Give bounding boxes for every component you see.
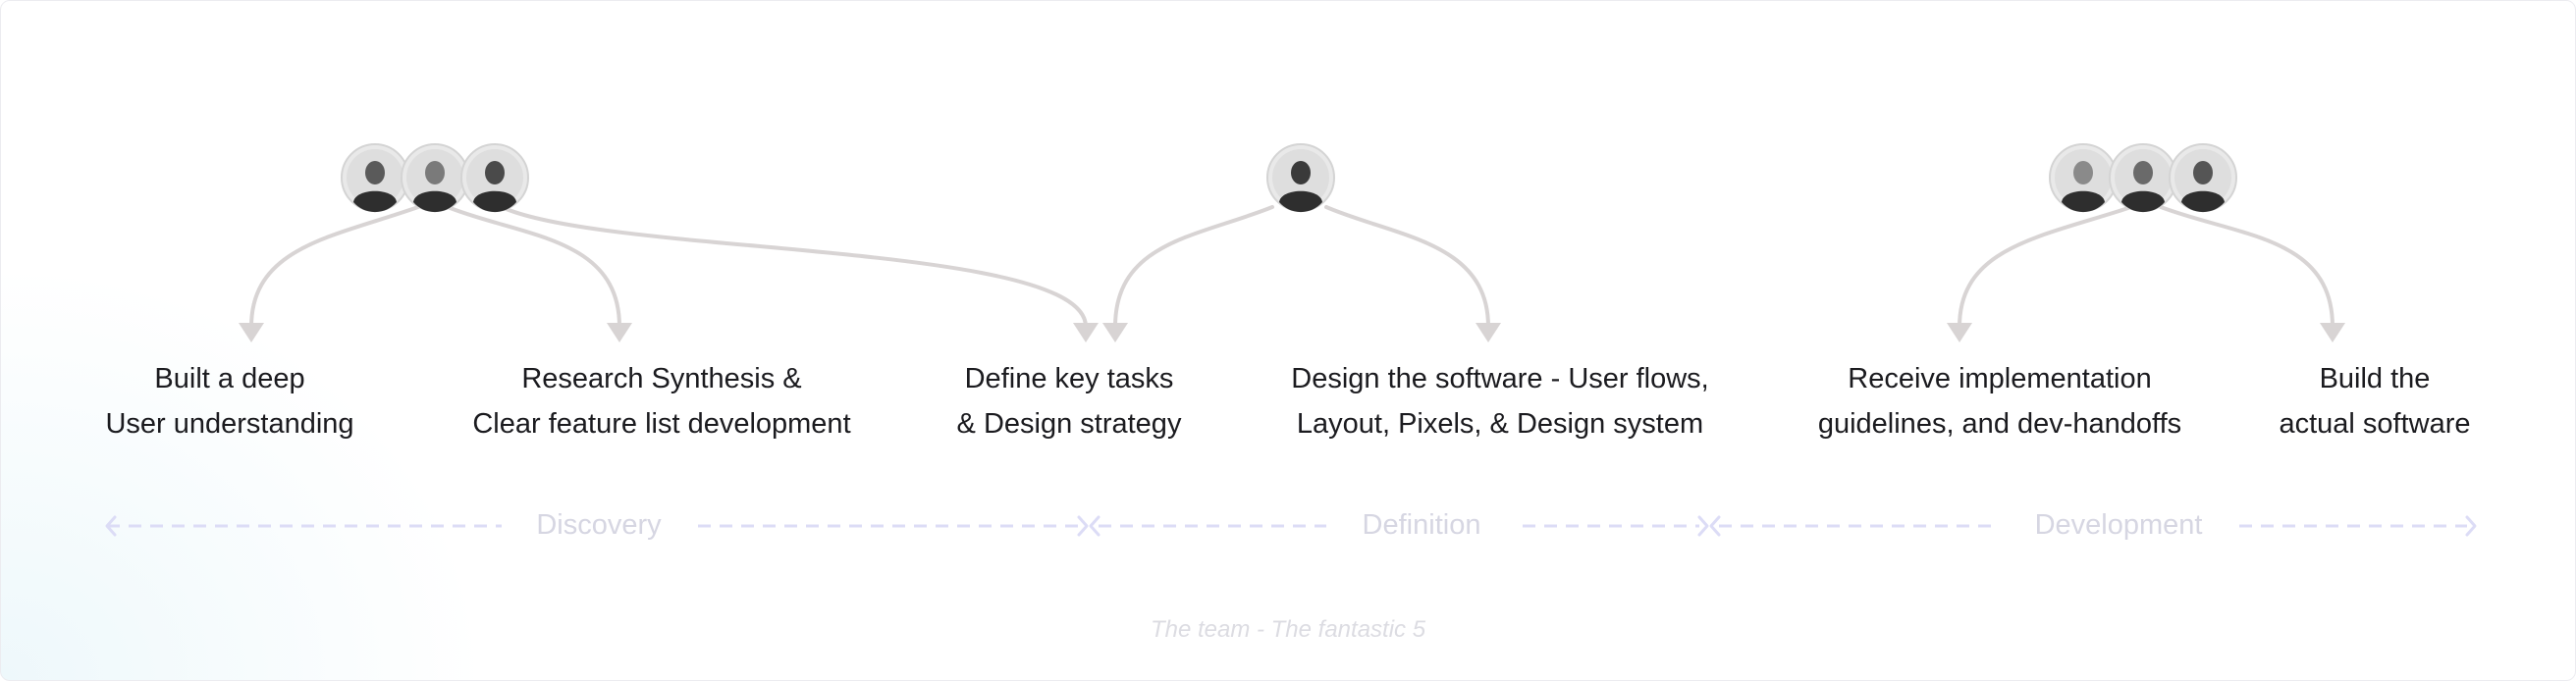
- chevron-right-icon: [1077, 515, 1089, 537]
- step-research-synthesis: Research Synthesis & Clear feature list …: [472, 356, 850, 446]
- step-define-key-tasks: Define key tasks & Design strategy: [957, 356, 1182, 446]
- team-member-avatar: [460, 143, 529, 213]
- connector-arrow: [1958, 205, 2133, 329]
- step-label-line: guidelines, and dev-handoffs: [1817, 408, 2182, 440]
- connector-arrow: [2159, 205, 2334, 329]
- arrowhead: [1947, 323, 1972, 342]
- connector-arrow: [1324, 205, 1490, 329]
- chevron-right-icon: [2465, 515, 2477, 537]
- chevron-left-icon: [1089, 515, 1100, 537]
- connector-arrow: [1113, 205, 1274, 329]
- step-label-line: Receive implementation: [1848, 363, 2152, 394]
- phase-label-development: Development: [2034, 509, 2203, 541]
- arrowhead: [1102, 323, 1128, 342]
- step-label-line: User understanding: [105, 408, 354, 440]
- arrowhead: [1073, 323, 1099, 342]
- arrowhead: [2320, 323, 2345, 342]
- chevron-left-icon: [1709, 515, 1721, 537]
- step-design-software: Design the software - User flows, Layout…: [1291, 356, 1708, 446]
- step-label-line: Define key tasks: [964, 363, 1174, 394]
- step-label-line: Research Synthesis &: [521, 363, 802, 394]
- step-user-understanding: Built a deep User understanding: [105, 356, 353, 446]
- team-member-avatar: [2109, 143, 2177, 213]
- step-label-line: Design the software - User flows,: [1291, 363, 1709, 394]
- arrowhead: [1476, 323, 1501, 342]
- step-label-line: actual software: [2279, 408, 2471, 440]
- arrowhead: [607, 323, 632, 342]
- caption: The team - The fantastic 5: [1150, 616, 1426, 643]
- chevron-right-icon: [1697, 515, 1709, 537]
- step-label-line: Build the: [2319, 363, 2431, 394]
- connector-arrow: [500, 205, 1088, 329]
- step-label-line: Built a deep: [154, 363, 305, 394]
- connector-arrow: [249, 205, 420, 329]
- step-build-software: Build the actual software: [2279, 356, 2470, 446]
- step-label-line: Layout, Pixels, & Design system: [1296, 408, 1704, 440]
- team-member-avatar: [1266, 143, 1335, 213]
- team-member-avatar: [401, 143, 469, 213]
- team-member-avatar: [341, 143, 409, 213]
- phase-label-definition: Definition: [1362, 509, 1481, 541]
- step-implementation-guidelines: Receive implementation guidelines, and d…: [1818, 356, 2181, 446]
- step-label-line: Clear feature list development: [472, 408, 851, 440]
- chevron-left-icon: [105, 515, 117, 537]
- phase-label-discovery: Discovery: [536, 509, 662, 541]
- connector-arrow: [446, 205, 621, 329]
- arrowhead: [239, 323, 264, 342]
- team-member-avatar: [2049, 143, 2118, 213]
- step-label-line: & Design strategy: [956, 408, 1182, 440]
- team-member-avatar: [2169, 143, 2237, 213]
